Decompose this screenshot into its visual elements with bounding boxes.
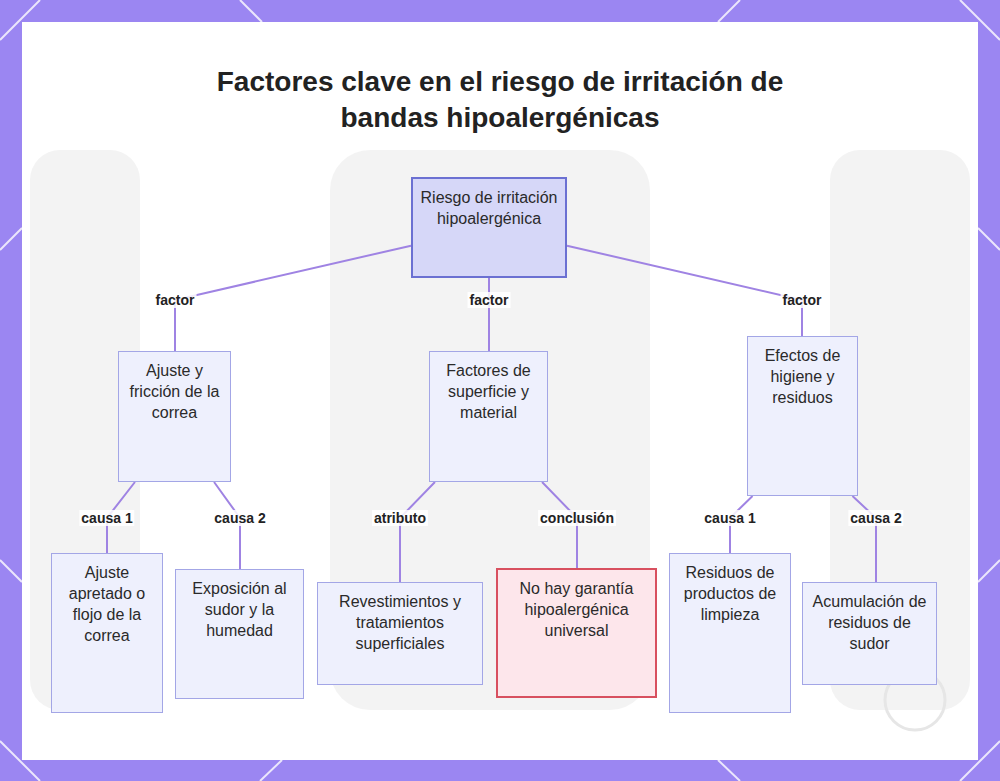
edge-label: atributo xyxy=(372,510,428,526)
edge-label: factor xyxy=(468,292,511,308)
process-box: Acumulación de residuos de sudor xyxy=(802,582,937,685)
edge-label: factor xyxy=(154,292,197,308)
diagram-title: Factores clave en el riesgo de irritació… xyxy=(190,64,810,136)
process-box: Factores de superficie y material xyxy=(429,351,548,482)
edge-label: causa 2 xyxy=(212,510,267,526)
edge-label: factor xyxy=(781,292,824,308)
process-box: Riesgo de irritación hipoalergénica xyxy=(411,177,567,278)
box-text: Acumulación de residuos de sudor xyxy=(809,591,930,654)
process-box: Efectos de higiene y residuos xyxy=(747,336,858,496)
edge-label: causa 1 xyxy=(79,510,134,526)
process-box: Revestimientos y tratamientos superficia… xyxy=(317,582,483,685)
box-text: No hay garantía hipoalergénica universal xyxy=(504,578,649,641)
box-text: Riesgo de irritación hipoalergénica xyxy=(419,187,559,229)
process-box: Ajuste y fricción de la correa xyxy=(118,351,231,482)
box-text: Efectos de higiene y residuos xyxy=(754,345,851,408)
process-box: Exposición al sudor y la humedad xyxy=(175,569,304,699)
box-text: Ajuste y fricción de la correa xyxy=(125,360,224,423)
box-text: Residuos de productos de limpieza xyxy=(676,562,784,625)
process-box: No hay garantía hipoalergénica universal xyxy=(496,568,657,698)
edge-label: conclusión xyxy=(538,510,616,526)
connector-line xyxy=(175,246,411,351)
box-text: Ajuste apretado o flojo de la correa xyxy=(58,562,156,646)
process-box: Residuos de productos de limpieza xyxy=(669,553,791,713)
box-text: Revestimientos y tratamientos superficia… xyxy=(324,591,476,654)
box-text: Exposición al sudor y la humedad xyxy=(182,578,297,641)
connector-line xyxy=(567,246,802,336)
edge-label: causa 2 xyxy=(848,510,903,526)
connector-line xyxy=(852,496,876,582)
edge-label: causa 1 xyxy=(702,510,757,526)
connector-line xyxy=(400,482,435,582)
connector-line xyxy=(488,278,490,351)
box-text: Factores de superficie y material xyxy=(436,360,541,423)
process-box: Ajuste apretado o flojo de la correa xyxy=(51,553,163,713)
